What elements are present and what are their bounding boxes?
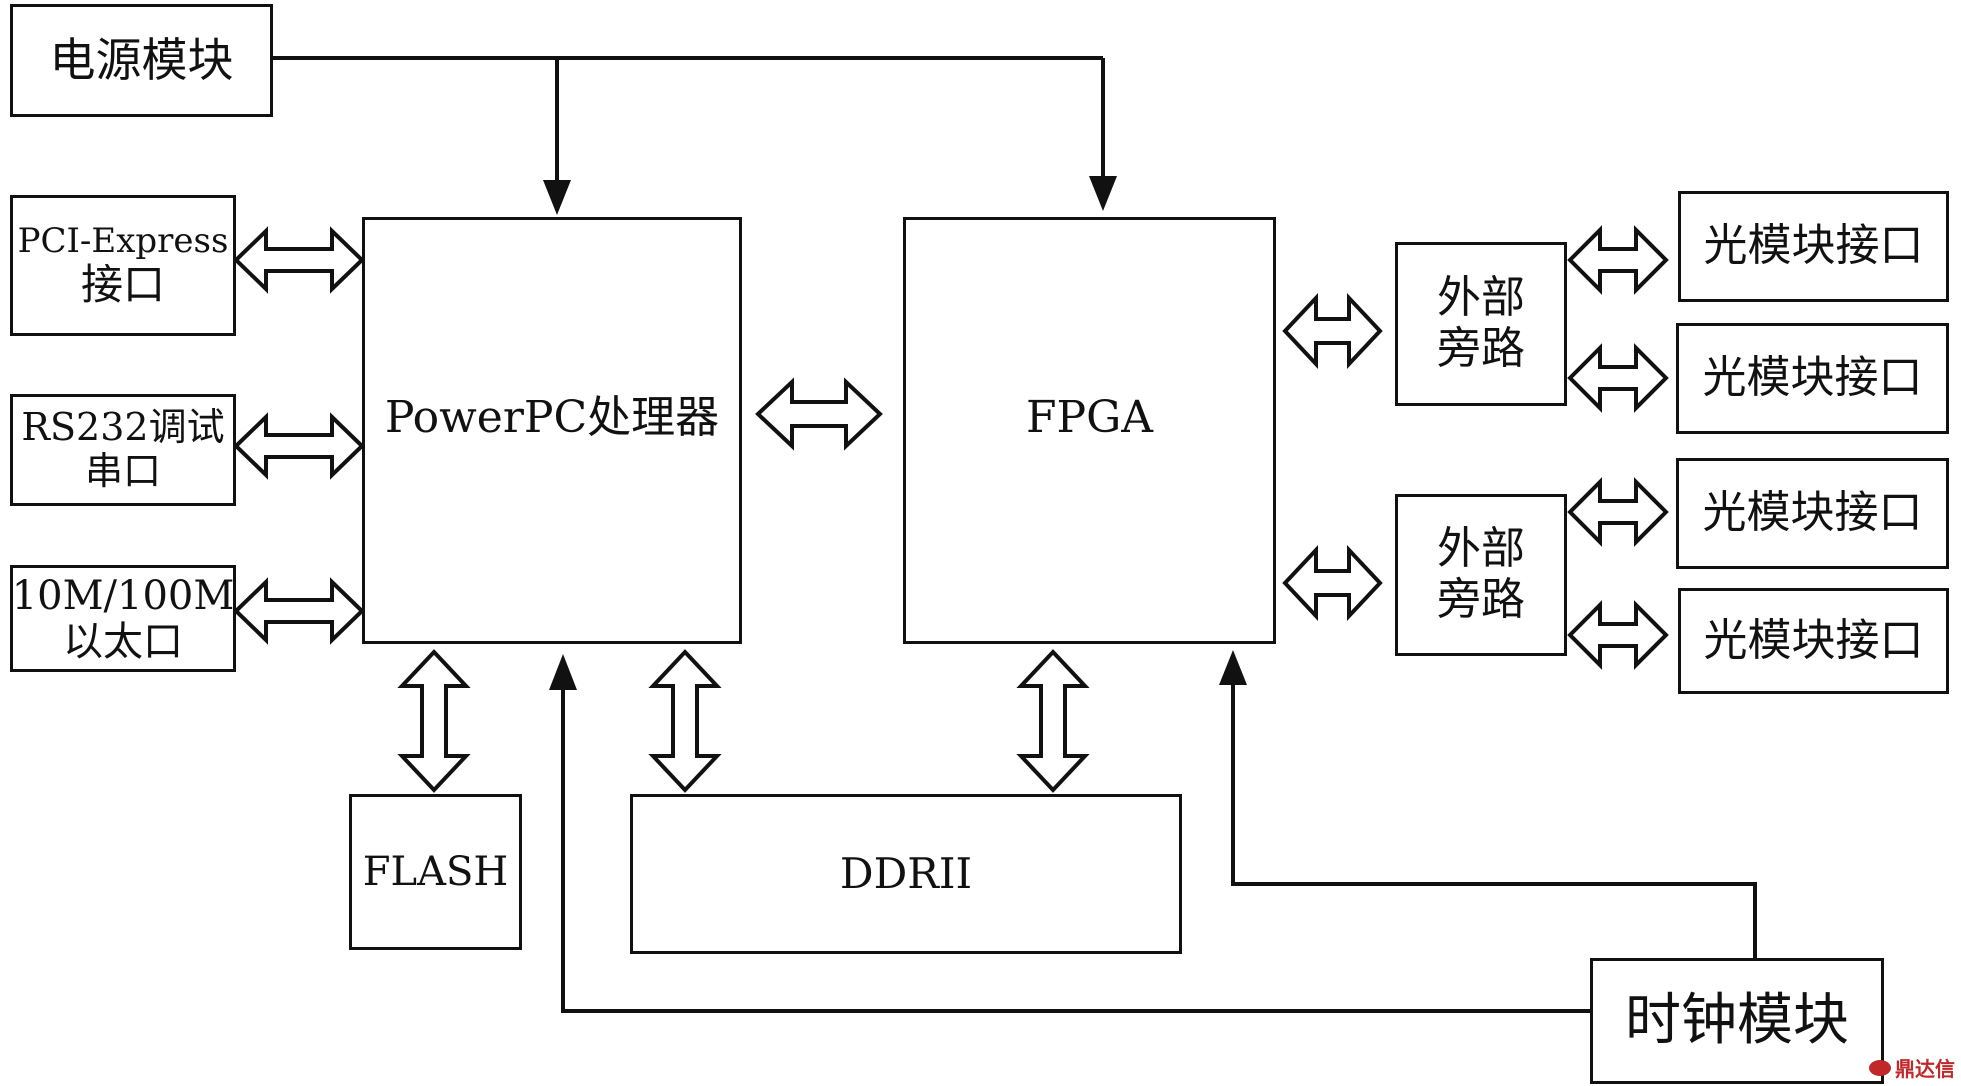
powerpc-fpga-bus-arrow [755, 377, 883, 451]
power-module-label: 电源模块 [49, 33, 234, 88]
clock-to-fpga-line [1231, 685, 1757, 958]
bypass-top-label-line1: 外部 [1437, 272, 1525, 324]
fpga-bypass-top-bus-arrow [1282, 292, 1383, 370]
pcie-bus-arrow [233, 226, 365, 294]
watermark-text: 鼎达信 [1895, 1057, 1955, 1081]
rs232-label-line1: RS232调试 [21, 405, 225, 450]
optical-module-3-label: 光模块接口 [1702, 487, 1923, 539]
bypass-bottom-label-line1: 外部 [1437, 523, 1525, 575]
optical-module-1-label: 光模块接口 [1703, 220, 1924, 272]
clock-module-box: 时钟模块 [1590, 958, 1884, 1084]
watermark: 鼎达信 [1869, 1053, 1955, 1082]
clock-to-fpga-arrowhead [1219, 650, 1247, 685]
clock-to-powerpc-arrowhead [549, 654, 577, 690]
ethernet-label-line2: 以太口 [63, 618, 183, 665]
fpga-bypass-bottom-bus-arrow [1282, 544, 1383, 622]
bypass-top-label-line2: 旁路 [1437, 323, 1525, 374]
rs232-port-box: RS232调试 串口 [10, 394, 236, 506]
ddr2-box: DDRII [630, 794, 1182, 954]
bypass-top-box: 外部 旁路 [1395, 242, 1567, 406]
bypass-optical-2-bus-arrow [1567, 343, 1669, 413]
optical-module-3-box: 光模块接口 [1676, 458, 1949, 569]
bypass-bottom-label-line2: 旁路 [1437, 574, 1525, 625]
clock-to-powerpc-line [561, 690, 1590, 1013]
bypass-optical-3-bus-arrow [1567, 477, 1669, 547]
powerpc-flash-bus-arrow [397, 649, 471, 793]
bypass-bottom-box: 外部 旁路 [1395, 494, 1567, 656]
rs232-label-line2: 串口 [84, 449, 161, 493]
optical-module-4-label: 光模块接口 [1703, 614, 1924, 666]
bypass-optical-1-bus-arrow [1567, 225, 1669, 295]
clock-module-label: 时钟模块 [1625, 987, 1849, 1053]
powerpc-processor-box: PowerPC处理器 [362, 217, 742, 644]
pcie-label-line1: PCI-Express [17, 220, 229, 261]
power-module-box: 电源模块 [10, 4, 273, 117]
optical-module-2-box: 光模块接口 [1676, 323, 1949, 434]
fpga-box: FPGA [903, 217, 1276, 644]
rs232-bus-arrow [233, 412, 365, 480]
ethernet-label-line1: 10M/100M [11, 572, 235, 619]
flash-box: FLASH [349, 794, 522, 950]
watermark-logo-icon [1869, 1059, 1891, 1076]
ethernet-port-box: 10M/100M 以太口 [10, 565, 236, 672]
fpga-ddr-bus-arrow [1016, 649, 1090, 793]
optical-module-1-box: 光模块接口 [1678, 191, 1949, 302]
ethernet-bus-arrow [233, 577, 365, 645]
power-to-fpga-arrowhead [1089, 176, 1117, 211]
powerpc-label: PowerPC处理器 [384, 392, 720, 444]
flash-label: FLASH [362, 849, 509, 895]
pcie-label-line2: 接口 [80, 259, 165, 309]
pcie-interface-box: PCI-Express 接口 [10, 195, 236, 336]
optical-module-2-label: 光模块接口 [1702, 352, 1923, 404]
fpga-label: FPGA [1025, 392, 1154, 444]
powerpc-ddr-bus-arrow [648, 649, 722, 793]
optical-module-4-box: 光模块接口 [1678, 588, 1949, 694]
power-to-powerpc-arrowhead [543, 180, 571, 215]
ddr2-label: DDRII [839, 848, 973, 898]
bypass-optical-4-bus-arrow [1567, 600, 1669, 670]
